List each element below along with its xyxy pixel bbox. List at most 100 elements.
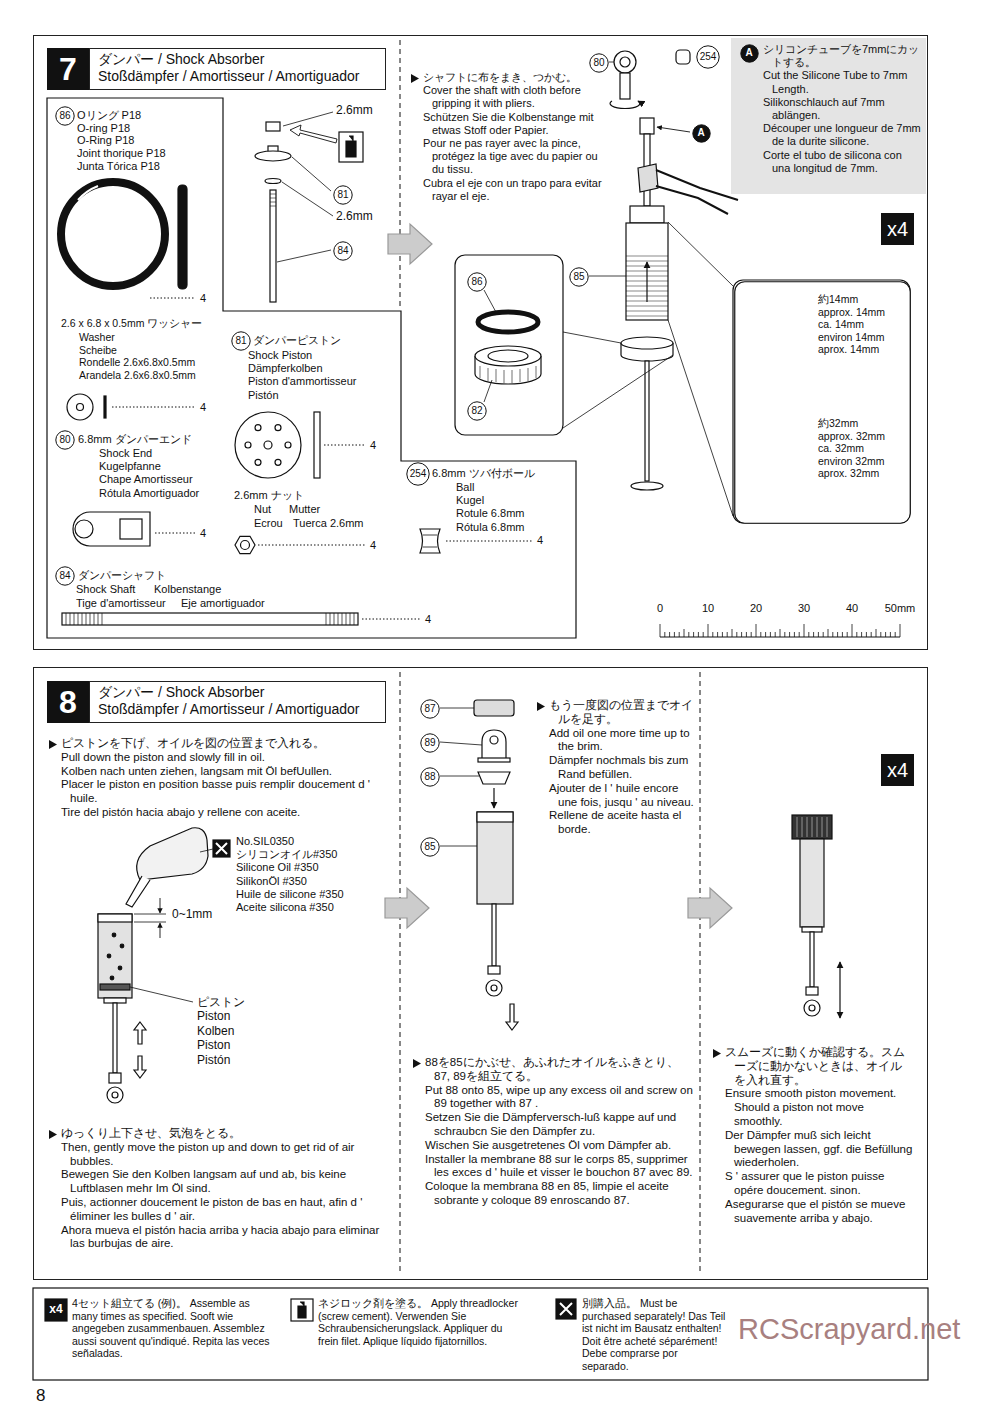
text-label: Rellene de aceite hasta el borde. bbox=[549, 809, 694, 837]
drawing-rect bbox=[556, 1299, 576, 1319]
drawing-ellipse bbox=[631, 482, 663, 490]
drawing-line bbox=[871, 632, 872, 637]
drawing-line bbox=[674, 632, 675, 637]
drawing-line bbox=[818, 632, 819, 637]
drawing-line bbox=[770, 632, 771, 637]
callout-number: 254 bbox=[410, 468, 427, 480]
text-label: ピストンを下げ、オイルを図の位置まで入れる。 bbox=[61, 737, 396, 751]
drawing-line bbox=[842, 632, 843, 637]
text-label: aprox. 32mm bbox=[818, 467, 906, 480]
drawing-path bbox=[480, 366, 536, 383]
drawing-path bbox=[134, 1022, 146, 1044]
text-label: Pull down the piston and slowly fill in … bbox=[61, 751, 396, 765]
drawing-line bbox=[400, 40, 401, 310]
drawing-line bbox=[646, 262, 647, 302]
text-label: Rótula 6.8mm bbox=[456, 521, 568, 534]
text-label: Oリング P18 bbox=[77, 109, 217, 122]
text-group: Ecrou bbox=[254, 517, 292, 530]
drawing-rect bbox=[45, 1299, 67, 1321]
text-label: Put 88 onto 85, wipe up any excess oil a… bbox=[425, 1084, 693, 1112]
text-label: ダンパーシャフト bbox=[78, 569, 218, 582]
callout-number: 85 bbox=[573, 271, 584, 283]
drawing-rect bbox=[676, 50, 690, 64]
drawing-line bbox=[657, 127, 690, 132]
text-group: Eje amortiguador bbox=[181, 597, 301, 610]
drawing-line bbox=[446, 541, 532, 542]
text-label: SilikonÖl #350 bbox=[236, 875, 386, 888]
drawing-rect bbox=[645, 361, 649, 481]
drawing-line bbox=[668, 320, 733, 516]
callout-circle bbox=[692, 124, 709, 141]
text-label: approx. 32mm bbox=[818, 430, 906, 443]
text-label: Bewegen Sie den Kolben langsam auf und a… bbox=[61, 1168, 396, 1196]
drawing-line bbox=[160, 898, 161, 913]
text-group: x4 bbox=[45, 1302, 67, 1316]
callout-letter: A bbox=[745, 47, 752, 59]
text-label: Cut the Silicone Tube to 7mm Length. bbox=[763, 69, 921, 95]
drawing-line bbox=[775, 632, 776, 637]
text-group: 約32mmapprox. 32mmca. 32mmenviron 32mmapr… bbox=[818, 417, 906, 480]
text-group: Shock PistonDämpferkolbenPiston d'ammort… bbox=[248, 349, 396, 402]
callout-number: 86 bbox=[467, 272, 487, 292]
legend-entry: ネジロック剤を塗る。 Apply threadlocker (screw cem… bbox=[318, 1297, 523, 1347]
text-label: Setzen Sie die Dämpferversch-luß kappe a… bbox=[425, 1111, 693, 1139]
text-label: Kolben nach unten ziehen, langsam mit Öl… bbox=[61, 765, 396, 779]
drawing-line bbox=[890, 632, 891, 637]
quantity-badge: x4 bbox=[881, 754, 914, 786]
text-label: Shock End bbox=[99, 447, 221, 460]
callout-number: 87 bbox=[420, 699, 440, 719]
text-group: スムーズに動くか確認する。スムーズに動かないときは、オイルを入れ直す。Ensur… bbox=[725, 1046, 913, 1225]
text-label: Coloque la membrana 88 en 85, limpie el … bbox=[425, 1180, 693, 1208]
text-label: approx. 14mm bbox=[818, 306, 906, 319]
drawing-path bbox=[482, 730, 506, 760]
callout-circle bbox=[590, 54, 608, 72]
text-group: Mutter bbox=[289, 503, 349, 516]
text-label: Joint thorique P18 bbox=[77, 147, 217, 160]
quantity-badge: x4 bbox=[887, 758, 908, 782]
drawing-line bbox=[693, 632, 694, 637]
drawing-rect bbox=[492, 904, 496, 966]
text-group: シリコンチューブを7mmにカットする。Cut the Silicone Tube… bbox=[763, 43, 921, 175]
drawing-circle bbox=[107, 1087, 123, 1103]
drawing-line bbox=[669, 632, 670, 637]
bullet-mark bbox=[713, 1049, 721, 1058]
drawing-line bbox=[150, 298, 195, 299]
text-label: スムーズに動くか確認する。スムーズに動かないときは、オイルを入れ直す。 bbox=[725, 1046, 913, 1087]
callout-number: 85 bbox=[420, 837, 440, 857]
drawing-path bbox=[656, 186, 728, 214]
text-label: Kugelpfanne bbox=[99, 460, 221, 473]
text-group: 2.6mm bbox=[336, 209, 381, 223]
text-group: 8 bbox=[36, 1386, 66, 1406]
text-group: 約14mmapprox. 14mmca. 14mmenviron 14mmapr… bbox=[818, 293, 906, 356]
drawing-line bbox=[134, 922, 166, 923]
text-label: ダンパー / Shock Absorber bbox=[98, 684, 383, 701]
drawing-circle bbox=[61, 182, 165, 286]
dimension-box-outline bbox=[735, 282, 911, 524]
text-label: ピストン bbox=[197, 995, 277, 1009]
callout-letter: A bbox=[697, 127, 704, 139]
drawing-polygon bbox=[235, 536, 255, 553]
callout-number: 80 bbox=[55, 430, 75, 450]
callout-number: 254 bbox=[696, 45, 720, 69]
text-label: Ecrou bbox=[254, 517, 292, 530]
drawing-rect bbox=[620, 73, 630, 99]
callout-number: 81 bbox=[333, 185, 353, 205]
drawing-path bbox=[66, 613, 354, 625]
legend-entry: 4セット組立てる (例)。 Assemble as many times as … bbox=[72, 1297, 277, 1360]
text-group: BallKugelRotule 6.8mmRótula 6.8mm bbox=[456, 481, 568, 534]
callout-circle bbox=[468, 402, 486, 420]
drawing-line bbox=[717, 632, 718, 637]
drawing-rect bbox=[100, 984, 130, 990]
drawing-line bbox=[708, 624, 709, 637]
drawing-rect bbox=[104, 998, 126, 1003]
text-label: シリコンオイル#350 bbox=[236, 848, 386, 861]
drawing-line bbox=[847, 632, 848, 637]
callout-circle bbox=[468, 273, 486, 291]
drawing-circle bbox=[275, 459, 281, 465]
callout-number: 84 bbox=[59, 570, 70, 582]
text-group: 0 bbox=[640, 602, 680, 615]
text-group: Kolbenstange bbox=[154, 583, 244, 596]
text-group: ダンパーピストン bbox=[253, 334, 393, 347]
drawing-line bbox=[880, 632, 881, 637]
text-label: Kugel bbox=[456, 494, 568, 507]
